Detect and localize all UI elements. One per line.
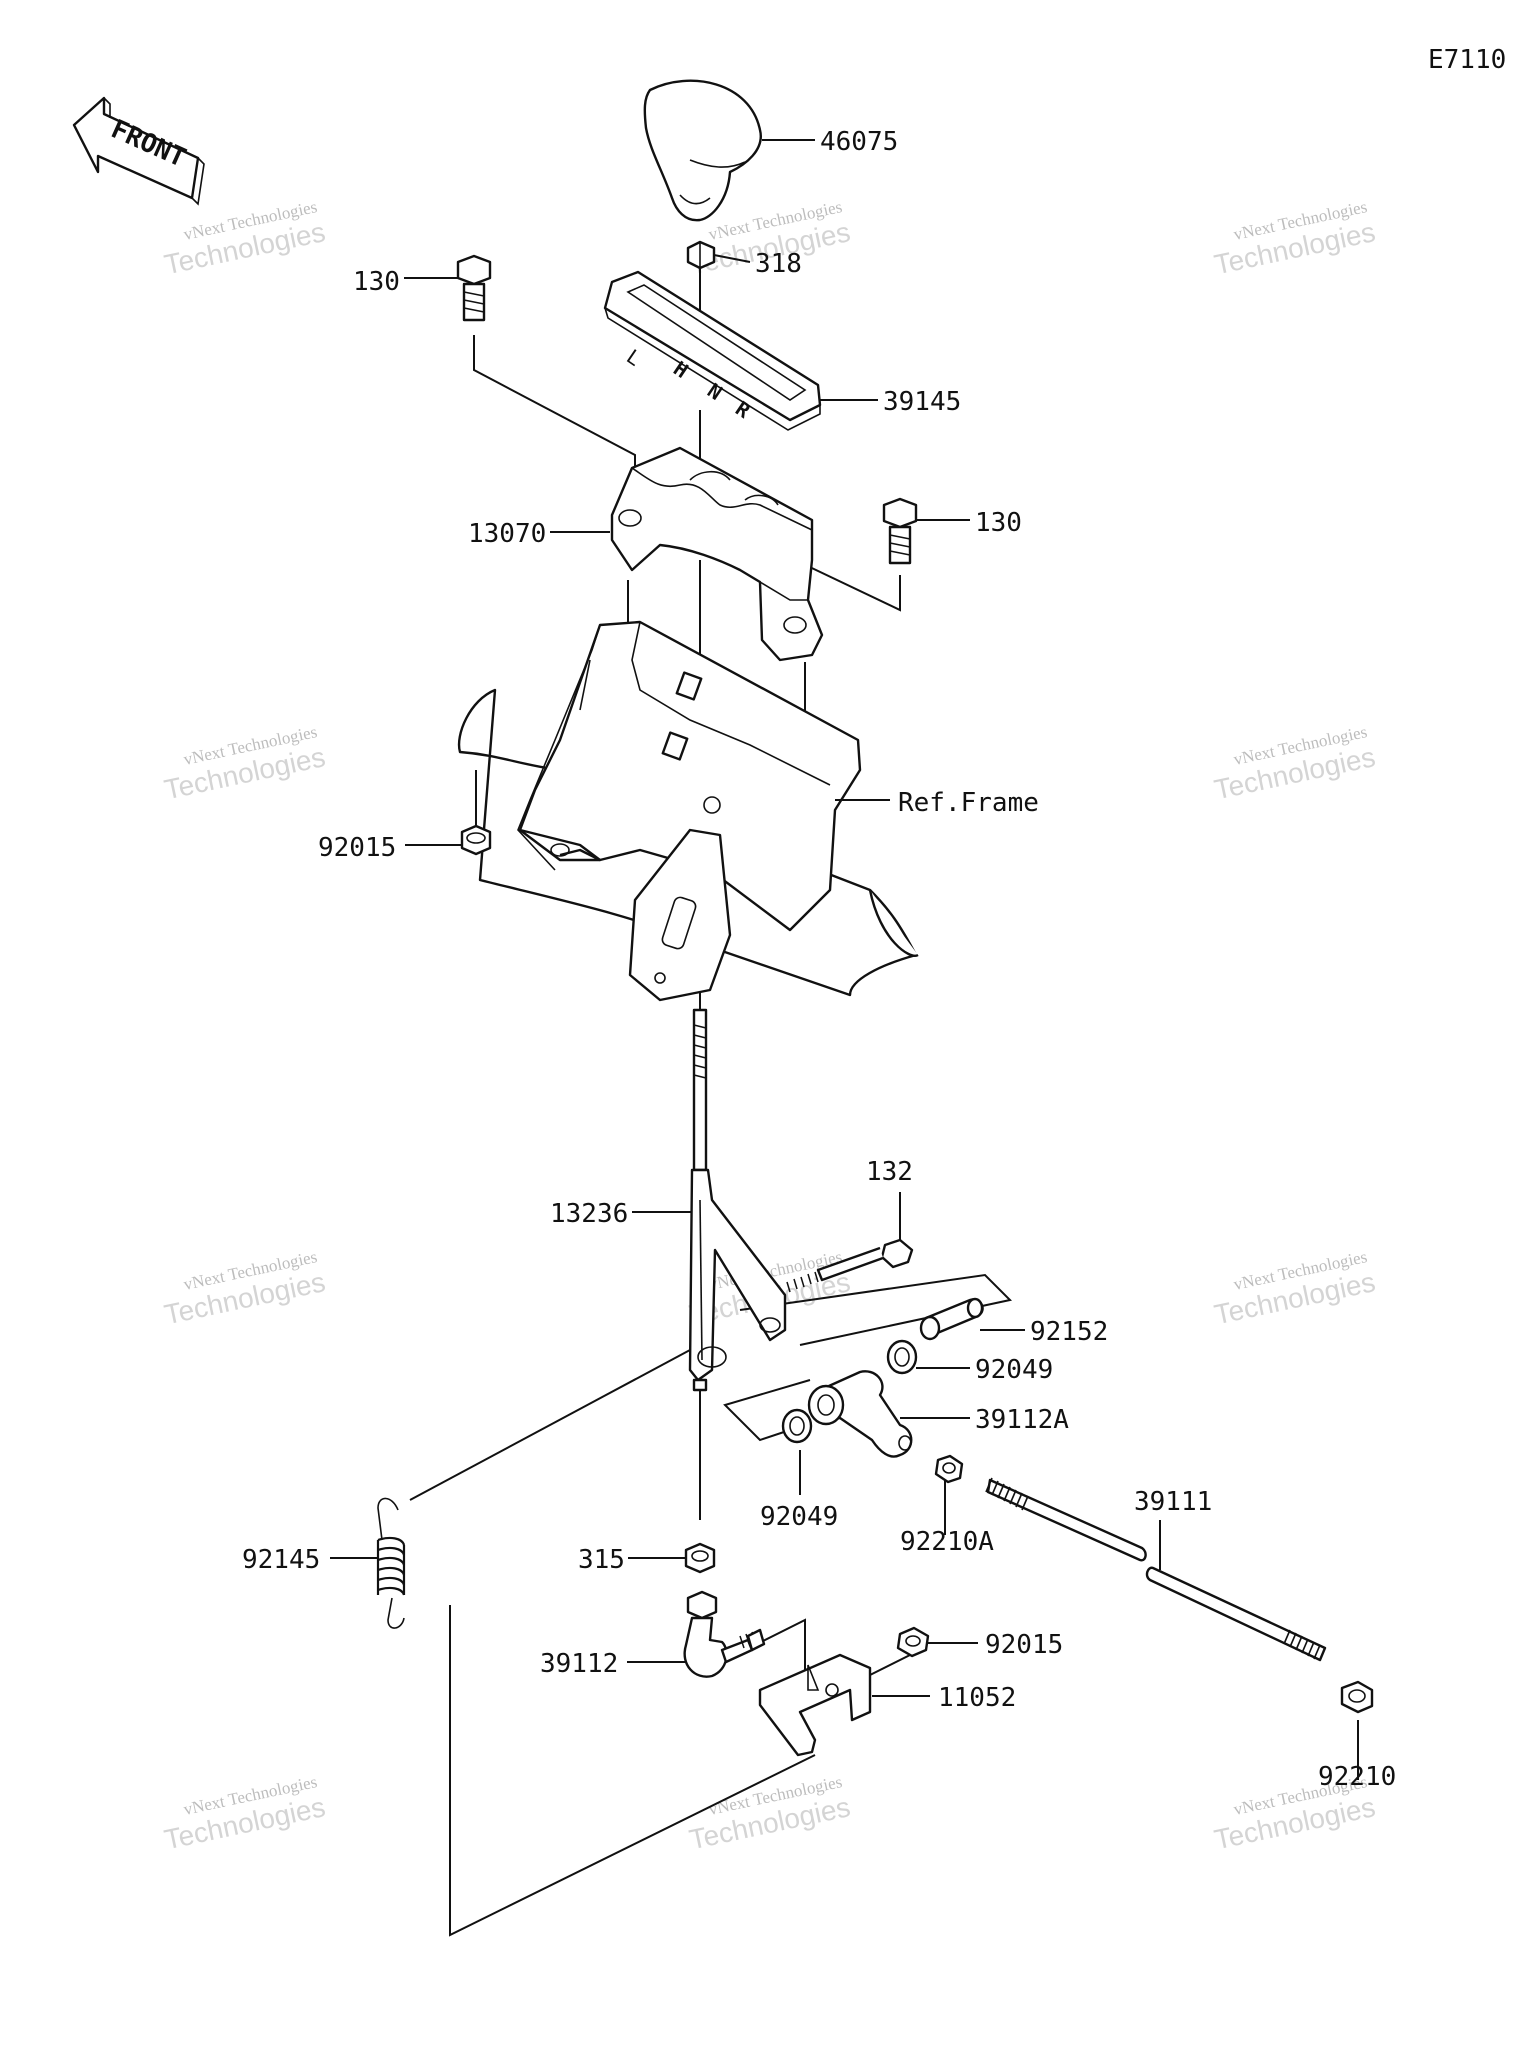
shift-rod-39111[interactable] [985,1477,1327,1662]
shift-gate-plate-39145[interactable]: L H N R [603,270,822,431]
nut-lower-315[interactable] [684,1542,716,1574]
label-39112a[interactable]: 39112A [975,1405,1069,1435]
label-92015-upper[interactable]: 92015 [318,833,396,863]
shift-lever-13236[interactable] [688,1008,787,1392]
watermark: Technologies vNext Technologies [162,197,328,280]
part-labels: 46075 318 39145 130 13070 130 92015 Ref.… [242,127,1396,1792]
bolt-pivot-132[interactable] [786,1238,914,1293]
gate-mark-h: H [669,356,692,383]
nut-rod-end-92210[interactable] [1340,1680,1374,1714]
watermarks: Technologies vNext Technologies Technolo… [162,197,1378,1855]
washer-left-92049[interactable] [781,1408,813,1444]
label-39112[interactable]: 39112 [540,1649,618,1679]
label-92152[interactable]: 92152 [1030,1317,1108,1347]
label-leaders [330,139,1161,1697]
bolt-left-130[interactable] [456,254,492,322]
watermark: Technologies vNext Technologies [162,722,328,805]
spring-92145[interactable] [376,1497,406,1629]
nut-lever-joint-92210a[interactable] [934,1454,964,1484]
collar-92152[interactable] [919,1297,984,1341]
label-92145[interactable]: 92145 [242,1545,320,1575]
label-46075[interactable]: 46075 [820,127,898,157]
label-39111[interactable]: 39111 [1134,1487,1212,1517]
label-318[interactable]: 318 [755,249,802,279]
diagram-code: E7110 [1428,45,1506,75]
label-13070[interactable]: 13070 [468,519,546,549]
shift-guide-13070[interactable] [610,446,824,662]
gate-mark-r: R [731,396,755,423]
label-39145[interactable]: 39145 [883,387,961,417]
lever-joint-39112a[interactable] [807,1370,913,1458]
label-130-right[interactable]: 130 [975,508,1022,538]
label-315[interactable]: 315 [578,1545,625,1575]
nut-upper-92015[interactable] [460,824,492,856]
label-11052[interactable]: 11052 [938,1683,1016,1713]
label-130-left[interactable]: 130 [353,267,400,297]
gate-mark-n: N [703,378,726,405]
label-92049-right[interactable]: 92049 [975,1355,1053,1385]
watermark: Technologies vNext Technologies [1212,197,1378,280]
label-92210a[interactable]: 92210A [900,1527,994,1557]
watermark: Technologies vNext Technologies [1212,1247,1378,1330]
bracket-11052[interactable] [758,1653,872,1757]
nut-lower-bracket-92015[interactable] [896,1626,930,1658]
label-92049-left[interactable]: 92049 [760,1502,838,1532]
washer-right-92049[interactable] [886,1339,918,1375]
knob-nut-318[interactable] [686,240,716,270]
label-132[interactable]: 132 [866,1157,913,1187]
shift-knob-46075[interactable] [643,79,762,222]
label-13236[interactable]: 13236 [550,1199,628,1229]
reference-frame [457,620,919,1002]
gate-mark-l: L [622,344,645,371]
watermark: Technologies vNext Technologies [1212,722,1378,805]
bolt-right-130[interactable] [882,497,918,565]
label-92015-lower[interactable]: 92015 [985,1630,1063,1660]
watermark: Technologies vNext Technologies [162,1247,328,1330]
ball-joint-39112[interactable] [683,1590,766,1678]
front-arrow-icon: FRONT [72,96,205,206]
watermark: Technologies vNext Technologies [162,1772,328,1855]
watermark: Technologies vNext Technologies [687,1772,853,1855]
label-92210[interactable]: 92210 [1318,1762,1396,1792]
ref-frame-label: Ref.Frame [898,788,1039,818]
